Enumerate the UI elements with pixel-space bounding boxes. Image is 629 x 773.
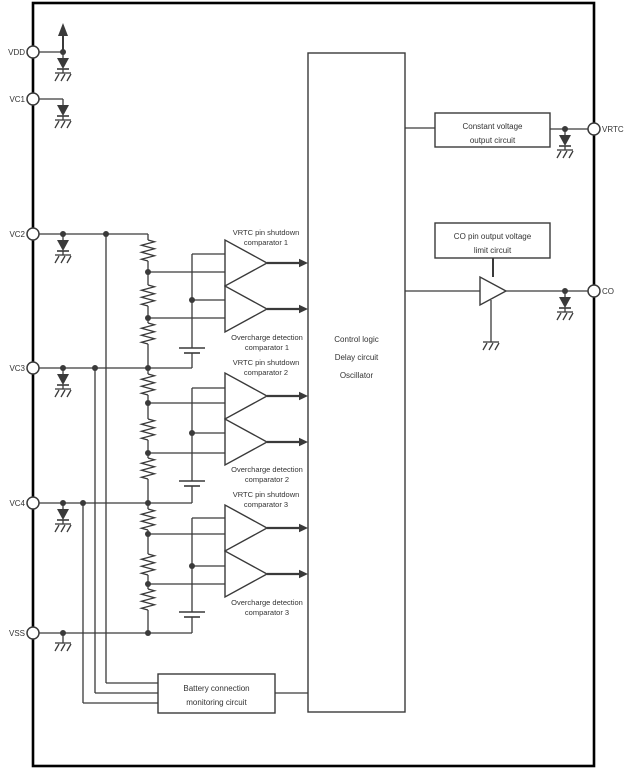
co-buffer-triangle [479,275,508,307]
comparator-5-label-1: VRTC pin shutdown [233,490,300,499]
battery-monitor-label-1: Battery connection [183,684,249,693]
resistor-icon [140,322,156,345]
battery-monitor-block: Battery connection monitoring circuit [157,673,276,714]
pin-vss-circle [26,626,40,640]
vss-ground-icon [54,642,72,652]
comparator-1-label-2: comparator 1 [244,238,288,247]
signal-arrow-icon [265,303,310,315]
pin-vc2-label: VC2 [9,230,25,239]
co-limit-block: CO pin output voltage limit circuit [434,222,551,259]
esd-diode-vdd-icon [54,51,72,82]
resistor-icon [140,508,156,531]
constant-voltage-box [434,112,551,148]
signal-arrow-icon [265,436,310,448]
vref-battery-2-icon [178,480,206,487]
constant-voltage-label-2: output circuit [470,136,516,145]
comparator-5-label-2: comparator 3 [244,500,288,509]
pin-vc4: VC4 [9,496,40,510]
control-logic-box [307,52,406,713]
battery-monitor-box [157,673,276,714]
pin-vrtc-circle [587,122,601,136]
pin-vrtc: VRTC [587,122,624,136]
comparator-4-label-2: comparator 2 [245,475,289,484]
comparator-2-triangle [224,285,268,333]
pin-vss: VSS [9,626,40,640]
constant-voltage-label-1: Constant voltage [462,122,523,131]
resistor-icon [140,457,156,480]
buffer-ground-icon [482,341,500,351]
esd-diode-vrtc-icon [556,128,574,159]
esd-diode-vc3-icon [54,367,72,398]
resistor-icon [140,373,156,396]
pin-vc2: VC2 [9,227,40,241]
control-logic-label-1: Control logic [334,335,378,344]
pin-vdd-label: VDD [8,48,25,57]
comparator-6-label-2: comparator 3 [245,608,289,617]
comparator-5-triangle [224,504,268,552]
pin-vc3: VC3 [9,361,40,375]
esd-diode-co-icon [556,290,574,321]
pin-vss-label: VSS [9,629,25,638]
resistor-icon [140,553,156,576]
signal-arrow-icon [265,257,310,269]
resistor-icon [140,284,156,307]
comparator-3-label-1: VRTC pin shutdown [233,358,300,367]
control-logic-label-3: Oscillator [340,371,374,380]
vref-battery-3-icon [178,611,206,618]
esd-diode-vc1-icon [54,98,72,129]
pin-co-label: CO [602,287,614,296]
resistor-icon [140,588,156,611]
comparator-3-label-2: comparator 2 [244,368,288,377]
control-logic-label-2: Delay circuit [335,353,379,362]
pin-vc2-circle [26,227,40,241]
comparator-3-triangle [224,372,268,420]
pin-co: CO [587,284,614,298]
pin-vc1-label: VC1 [9,95,25,104]
comparator-2-label-1: Overcharge detection [231,333,303,342]
pin-vrtc-label: VRTC [602,125,624,134]
signal-arrow-icon [265,522,310,534]
signal-arrow-icon [265,390,310,402]
comparator-6-triangle [224,550,268,598]
comparator-6-label-1: Overcharge detection [231,598,303,607]
comparator-labels: VRTC pin shutdown comparator 1 Overcharg… [231,228,303,617]
pin-vc4-label: VC4 [9,499,25,508]
esd-diode-vc4-icon [54,502,72,533]
comparator-4-label-1: Overcharge detection [231,465,303,474]
pin-vc4-circle [26,496,40,510]
co-limit-label-1: CO pin output voltage [454,232,532,241]
pin-vc3-label: VC3 [9,364,25,373]
supply-arrow-icon [58,23,68,52]
constant-voltage-block: Constant voltage output circuit [434,112,551,148]
resistor-icon [140,418,156,441]
pin-co-circle [587,284,601,298]
pin-vc3-circle [26,361,40,375]
vref-battery-1-icon [178,347,206,354]
chip-outline [31,1,596,768]
pin-vdd-circle [26,45,40,59]
control-logic-block: Control logic Delay circuit Oscillator [307,52,406,713]
signal-arrow-icon [265,568,310,580]
pin-vc1: VC1 [9,92,40,106]
battery-monitor-label-2: monitoring circuit [186,698,247,707]
resistor-icon [140,239,156,262]
comparator-2-label-2: comparator 1 [245,343,289,352]
pin-vc1-circle [26,92,40,106]
comparator-1-label-1: VRTC pin shutdown [233,228,300,237]
esd-diode-vc2-icon [54,233,72,264]
pin-vdd: VDD [8,45,40,59]
co-limit-label-2: limit circuit [474,246,512,255]
comparator-4-triangle [224,418,268,466]
